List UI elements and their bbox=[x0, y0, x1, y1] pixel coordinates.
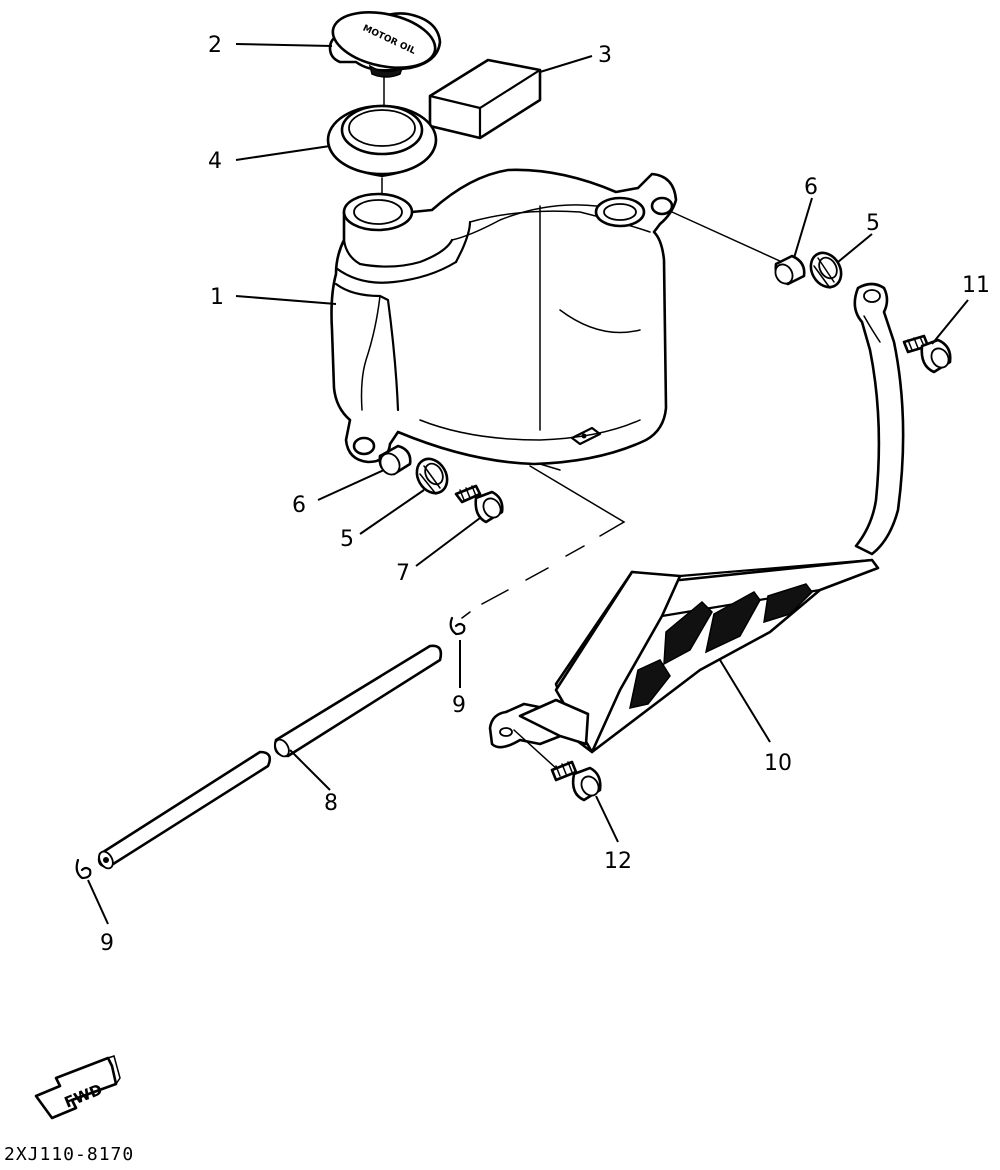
bracket-part-10 bbox=[488, 282, 905, 754]
leader-line-5-lower bbox=[359, 489, 425, 535]
clip-part-9-upper bbox=[449, 616, 466, 636]
clip-part-9-lower bbox=[75, 858, 92, 880]
callout-9-upper: 9 bbox=[452, 693, 466, 718]
leader-line-6-upper bbox=[793, 197, 813, 259]
leader-line-7 bbox=[415, 517, 481, 567]
callout-5-upper: 5 bbox=[866, 211, 880, 236]
callout-12: 12 bbox=[604, 849, 632, 874]
callout-6-upper: 6 bbox=[804, 175, 818, 200]
hose-part-8 bbox=[97, 644, 443, 870]
leader-line-9-lower bbox=[87, 879, 109, 925]
routing-line bbox=[539, 463, 561, 471]
collar-part-6-lower bbox=[378, 444, 412, 476]
leader-line-10 bbox=[719, 659, 771, 743]
drawing-code: 2XJ110-8170 bbox=[4, 1144, 134, 1165]
leader-line-12 bbox=[595, 795, 619, 843]
callout-5-lower: 5 bbox=[340, 527, 354, 552]
leader-line-3 bbox=[539, 55, 593, 73]
bolt-part-12 bbox=[550, 760, 602, 802]
damper-part-5-upper bbox=[809, 251, 843, 289]
routing-line bbox=[461, 465, 626, 619]
damper-part-5-lower bbox=[415, 457, 449, 495]
leader-line-4 bbox=[235, 145, 331, 161]
pad-part-3 bbox=[428, 58, 542, 140]
bolt-part-11 bbox=[902, 334, 952, 374]
callout-8: 8 bbox=[324, 791, 338, 816]
oil-tank-part-1 bbox=[330, 168, 678, 466]
callout-9-lower: 9 bbox=[100, 931, 114, 956]
assembly-line bbox=[513, 729, 559, 771]
grommet-part-4 bbox=[326, 104, 438, 178]
leader-line-2 bbox=[235, 43, 333, 47]
bolt-part-7 bbox=[454, 484, 504, 524]
collar-part-6-upper bbox=[774, 254, 806, 286]
callout-7: 7 bbox=[396, 561, 410, 586]
leader-line-6-lower bbox=[317, 469, 385, 501]
leader-line-8 bbox=[289, 749, 331, 791]
leader-line-5-upper bbox=[837, 233, 873, 263]
callout-11: 11 bbox=[962, 273, 990, 298]
callout-4: 4 bbox=[208, 149, 222, 174]
leader-line-11 bbox=[931, 299, 969, 345]
tank-cap-part-2: MOTOR OIL bbox=[328, 11, 442, 78]
callout-10: 10 bbox=[764, 751, 792, 776]
leader-line-1 bbox=[235, 295, 337, 305]
callout-6-lower: 6 bbox=[292, 493, 306, 518]
assembly-line bbox=[671, 211, 783, 263]
callout-2: 2 bbox=[208, 33, 222, 58]
callout-1: 1 bbox=[210, 285, 224, 310]
callout-3: 3 bbox=[598, 43, 612, 68]
fwd-arrow-icon: FWD bbox=[34, 1055, 121, 1120]
